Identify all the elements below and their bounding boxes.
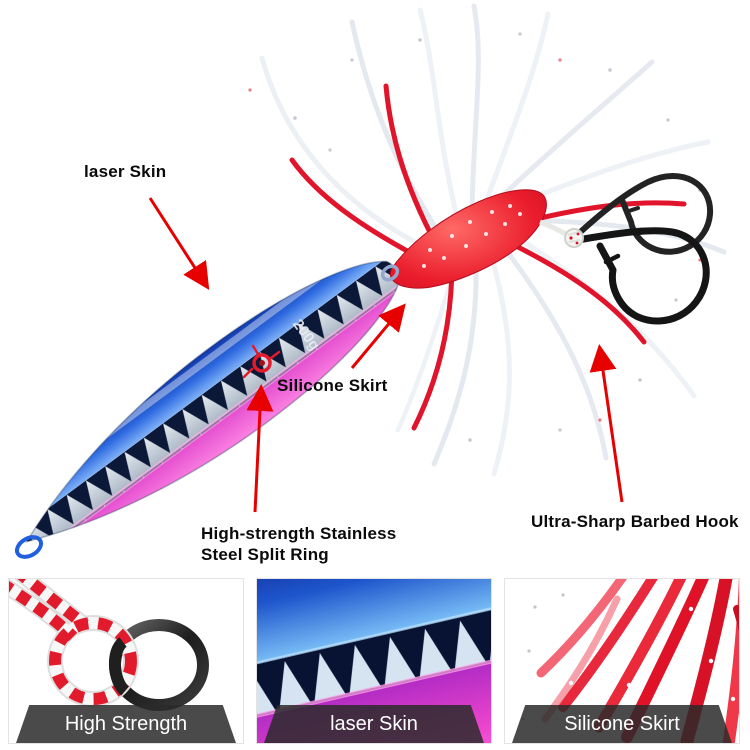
skirt-strands-red [289, 83, 687, 431]
arrow-split-ring [246, 384, 274, 513]
caption-text: Silicone Skirt [564, 712, 680, 735]
caption-bar: laser Skin [264, 705, 484, 743]
split-ring [242, 344, 281, 379]
label-split-ring-line1: High-strength Stainless [201, 524, 397, 543]
product-scene: 200g [0, 3, 739, 575]
arrow-laser-skin [148, 197, 210, 291]
label-split-ring: High-strength Stainless Steel Split Ring [201, 523, 396, 565]
hook-knot [564, 228, 584, 248]
metal-ring-overlap [109, 637, 130, 696]
caption-text: laser Skin [330, 712, 418, 735]
braided-loop [9, 579, 139, 707]
arrow-barbed-hook [589, 344, 624, 503]
silicone-skirt-body [390, 189, 547, 289]
barbed-hook [573, 173, 714, 325]
detail-panel-laser-skin: laser Skin [256, 578, 492, 744]
high-strength-closeup [9, 579, 209, 711]
tail-ring [14, 535, 44, 559]
label-laser-skin: laser Skin [84, 162, 167, 181]
annotation-arrows [148, 197, 624, 513]
lure-body: 200g [0, 230, 424, 575]
detail-panel-high-strength: High Strength [8, 578, 244, 744]
caption-text: High Strength [64, 712, 188, 735]
detail-panel-silicone-skirt: Silicone Skirt [504, 578, 740, 744]
arrow-silicone-skirt [350, 303, 406, 369]
label-split-ring-line2: Steel Split Ring [201, 545, 329, 564]
nose-ring [380, 264, 400, 282]
caption-bar: Silicone Skirt [512, 705, 732, 743]
caption-bar: High Strength [16, 705, 236, 743]
label-silicone-skirt: Silicone Skirt [277, 376, 388, 395]
detail-panels: High Strength [8, 578, 742, 744]
label-barbed-hook: Ultra-Sharp Barbed Hook [531, 512, 739, 531]
lure-illustration: 200g [0, 3, 727, 575]
